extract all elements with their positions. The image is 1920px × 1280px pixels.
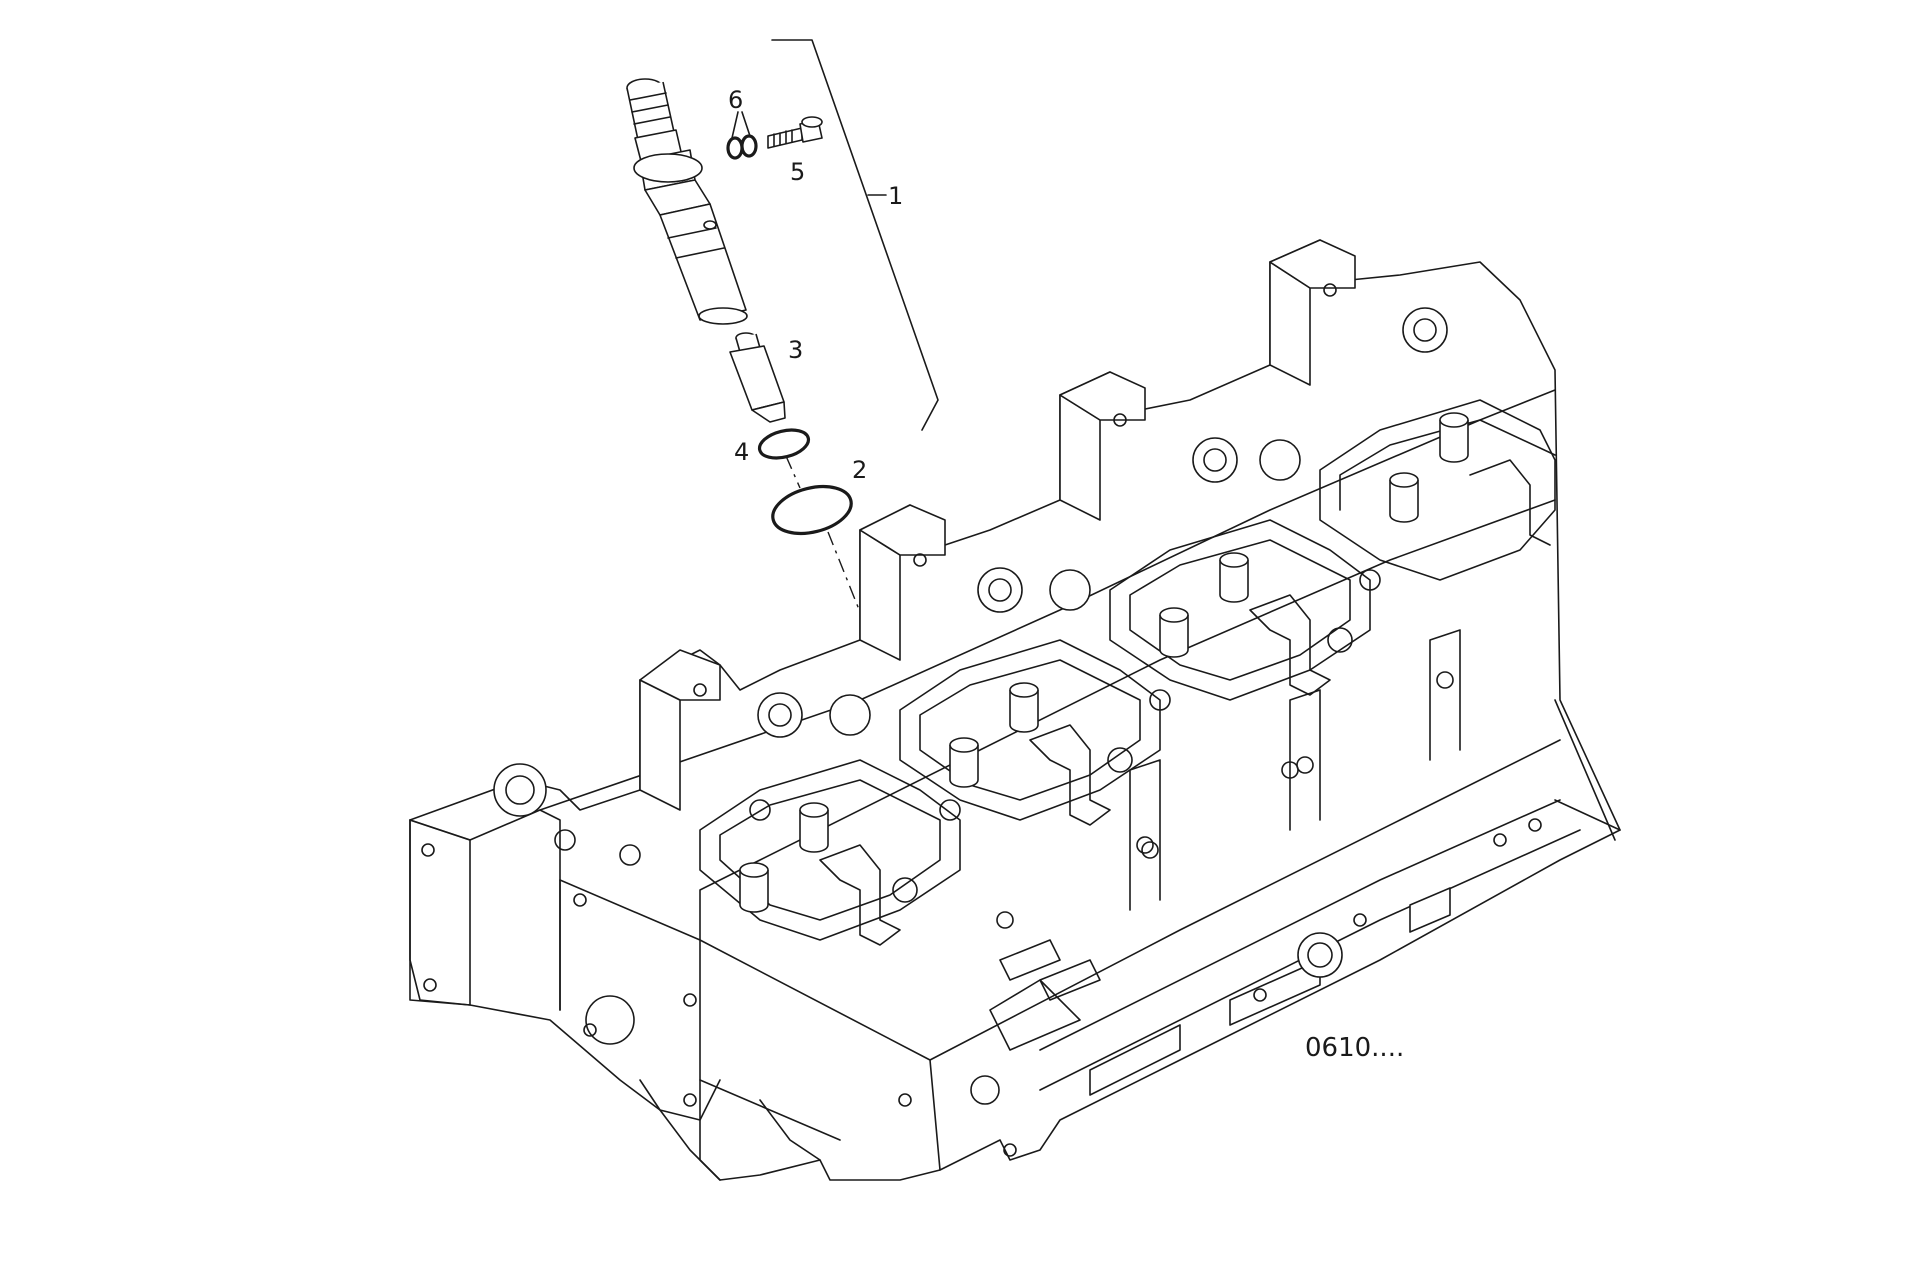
injector-body: [626, 78, 748, 325]
o-rings: [726, 134, 758, 160]
reference-code: 0610....: [1305, 1033, 1404, 1063]
assembly-bracket: [771, 39, 939, 431]
valve-guides: [739, 412, 1469, 913]
injector-assembly: [626, 39, 939, 613]
copper-washer: [757, 428, 811, 460]
callout-1: 1: [888, 182, 903, 210]
injector-nozzle: [729, 332, 786, 423]
banjo-screw: [767, 116, 823, 149]
callout-3: 3: [788, 336, 803, 364]
callouts: 1 2 3 4 5 6: [728, 86, 903, 484]
callout-5: 5: [790, 158, 805, 186]
callout-2: 2: [852, 456, 867, 484]
sealing-ring: [771, 484, 853, 536]
cylinder-head: [409, 239, 1621, 1181]
callout-4: 4: [734, 438, 749, 466]
callout-6: 6: [728, 86, 743, 114]
